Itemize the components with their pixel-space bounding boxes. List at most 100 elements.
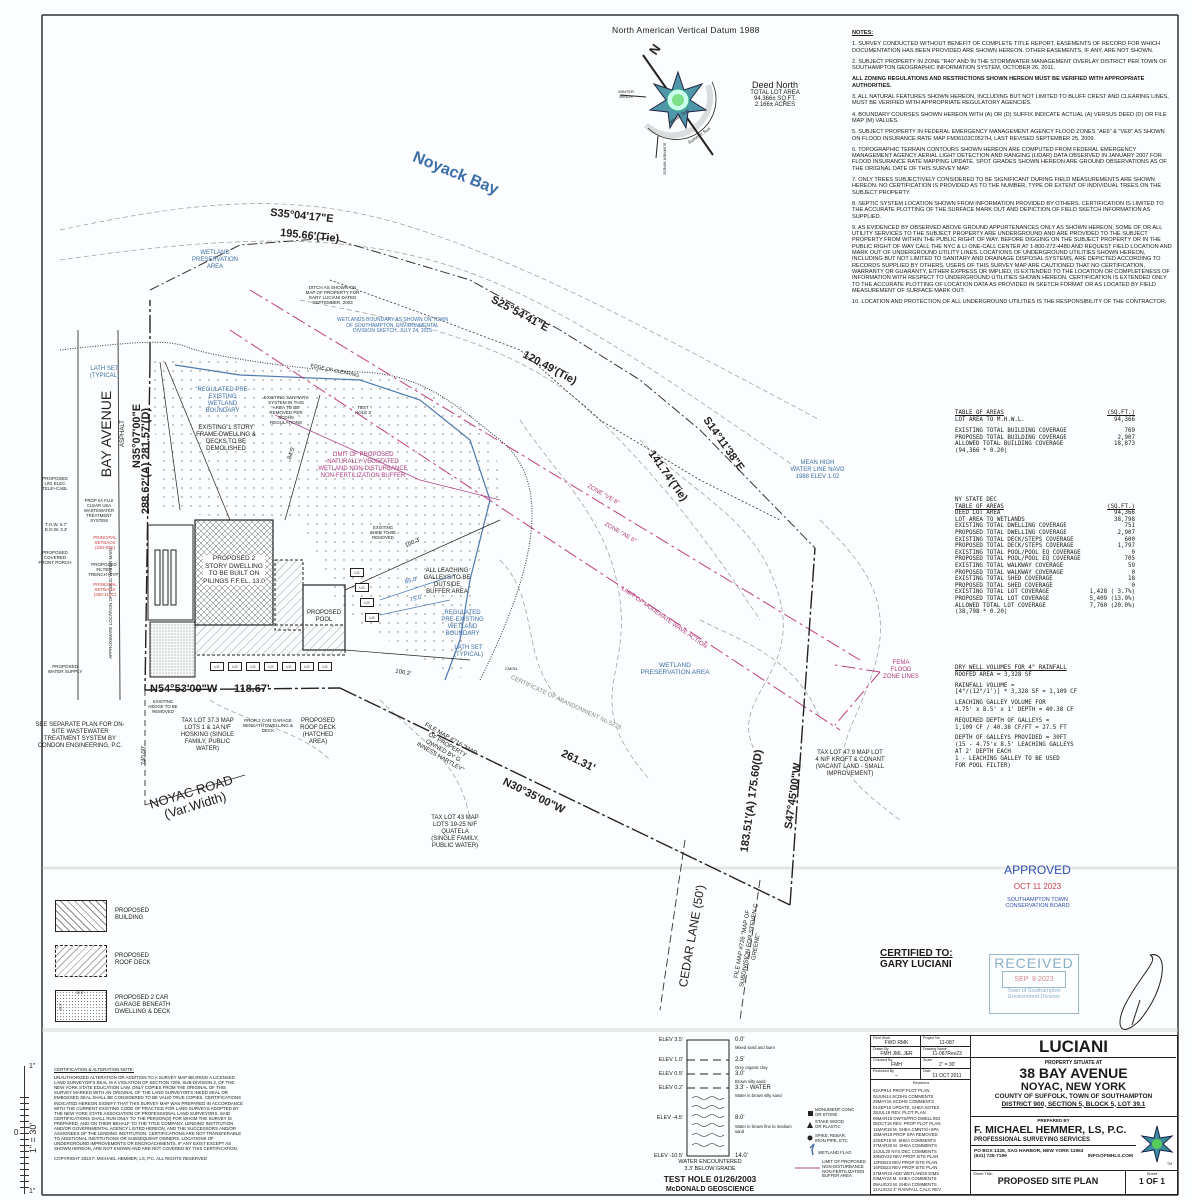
revision-item: 28JUL16 REV. PLOT PLAN xyxy=(873,1110,926,1115)
roof-deck-label: PROPOSED ROOF DECK (HATCHED AREA) xyxy=(300,718,336,745)
existing-dwelling-label: EXISTING 1 STORY FRAME DWELLING & DECKS … xyxy=(196,425,256,452)
note-item: 6. TOPOGRAPHIC TERRAIN CONTOURS SHOWN HE… xyxy=(852,146,1167,172)
dec-area-value: 5,409 (13.9%) xyxy=(1089,595,1135,602)
dec-area-value: 0 xyxy=(1131,569,1136,576)
test-hole-depth: 3.3' - WATER xyxy=(735,1085,771,1091)
summer-winds-label: SUMMER WINDS xyxy=(662,142,668,175)
legend-stake: STAKE WOOD or PLASTIC xyxy=(815,1119,844,1129)
revisions-label: Revisions xyxy=(912,1081,930,1085)
dec-area-row: PROPOSED TOTAL WALKWAY COVERAGE 0 xyxy=(955,570,1135,577)
dec-area-value: 2,907 xyxy=(1117,529,1135,536)
test-hole-depth: 8.0' xyxy=(735,1115,745,1121)
scale-bottom-label: 1" xyxy=(29,1188,36,1195)
approved-by-line1: SOUTHAMPTON TOWN xyxy=(1007,897,1068,903)
note-item: 1. SURVEY CONDUCTED WITHOUT BENEFIT OF C… xyxy=(852,41,1161,54)
certification-title: CERTIFICATION & ALTERATION NOTE: xyxy=(54,1067,134,1072)
dec-area-label: PROPOSED TOTAL POOL/POOL EQ COVERAGE xyxy=(955,556,1081,563)
revision-item: 29NOV22 REV PROP SITE PLAN xyxy=(873,1154,939,1159)
distance-lines-blue xyxy=(379,574,456,616)
title-field-label: Checked By xyxy=(873,1058,893,1062)
received-by-line2: Environment Division xyxy=(1008,994,1060,1000)
test-hole-soil: Brown silty sand xyxy=(735,1079,766,1084)
dec-area-value: 59 xyxy=(1128,562,1135,569)
area-row: ALLOWED TOTAL BUILDING COVERAGE 18,873 xyxy=(955,441,1135,448)
table-unit: (SQ.FT.) xyxy=(1107,410,1135,416)
title-field-label: Drawing Name xyxy=(923,1047,947,1051)
sheet-label: Sheet xyxy=(1146,1171,1158,1176)
top-of-wall-label: T.O.W. 5.7' B.O.W. 3.3' xyxy=(44,522,68,532)
test-hole-3-label: TEST HOLE 3 xyxy=(354,405,371,415)
area-label: ALLOWED TOTAL BUILDING COVERAGE xyxy=(955,441,1064,448)
legend-garage-label: PROPOSED 2 CAR GARAGE BENEATH DWELLING &… xyxy=(115,995,171,1015)
test-hole-soil: Water in brown fine to medium sand xyxy=(735,1124,792,1134)
area-label: LOT AREA TO M.H.W.L. xyxy=(955,416,1025,423)
test-hole-soil: Water in brown silty sand xyxy=(735,1093,782,1098)
scale-bar: 1" 0 1" 1" = 30' xyxy=(14,1063,52,1198)
proposed-deck xyxy=(274,559,304,631)
legend-building-label: PROPOSED BUILDING xyxy=(115,908,150,921)
lot-area-acres: 2.166± ACRES xyxy=(754,102,796,108)
revision-item: 31AUG23 4" RAINFALL CALC REV xyxy=(873,1187,941,1192)
title-field-label: Field Work xyxy=(873,1036,891,1040)
fema-flood-zone-lines xyxy=(229,289,881,731)
drywell-line: DEPTH OF GALLEYS PROVIDED = 30FT xyxy=(955,735,1067,742)
certified-to-label: CERTIFIED TO: xyxy=(880,948,953,959)
revision-item: 13FEB23 REV PROP SITE PLAN xyxy=(873,1159,938,1165)
principal-setback-2: PRINCIPAL SETBACK (330-115C) xyxy=(93,582,117,597)
garage-width-dim: 30.8' xyxy=(76,991,84,995)
title-field-label: Scale xyxy=(923,1058,932,1062)
leaching-galley: LG xyxy=(360,598,374,607)
area-value: 18,873 xyxy=(1114,441,1135,448)
tie-lines xyxy=(149,237,816,549)
fema-flood-label: FEMA FLOOD ZONE LINES xyxy=(883,660,919,680)
lot-area-sqft: 94,366± SQ.FT. xyxy=(754,96,796,102)
proposed-dwelling-label: PROPOSED 2 STORY DWELLING TO BE BUILT ON… xyxy=(203,555,265,585)
asphalt-label: ASPHALT xyxy=(119,420,126,447)
dec-area-label: DEED LOT AREA xyxy=(955,510,1001,517)
revision-item: 27MAR20 M. SHEA COMMENTS xyxy=(873,1143,937,1148)
title-field-value: – xyxy=(895,1073,898,1079)
mean-high-water-label: MEAN HIGH WATER LINE NAVD 1988 ELEV 1.02 xyxy=(790,460,845,480)
leaching-galley: LG xyxy=(300,662,314,671)
revision-item: 27MAR23 ADD WETLANDS DIMS xyxy=(873,1170,940,1176)
trademark: TM xyxy=(1167,1162,1173,1166)
dec-area-label: PROPOSED TOTAL LOT COVERAGE xyxy=(955,595,1050,602)
title-field-label: Project No xyxy=(923,1036,940,1040)
north-arrow-compass xyxy=(619,54,717,159)
revision-item: 14JUL20 NYS DEC COMMENTS xyxy=(873,1148,937,1154)
test-hole-elevation: ELEV 0.5' xyxy=(658,1071,683,1077)
dec-area-value: 600 xyxy=(1124,536,1135,543)
note-item: 9. AS EVIDENCED BY OBSERVED ABOVE GROUND… xyxy=(852,224,1172,294)
existing-sanitary-note: EXISTING SANITARY SYSTEM IN THIS AREA TO… xyxy=(263,395,309,425)
leaching-galley: LG xyxy=(282,662,296,671)
surveyor-block: PREPARED BY F. MICHAEL HEMMER, LS, P.C. … xyxy=(971,1118,1136,1159)
dec-table-of-areas: NY STATE DEC TABLE OF AREAS(SQ.FT.) DEED… xyxy=(955,497,1135,616)
dec-area-label: EXISTING TOTAL DWELLING COVERAGE xyxy=(955,523,1067,530)
title-field-value: 11-087Rev23 xyxy=(932,1051,962,1057)
filter-trench-label: PROPOSED FILTER TRENCH (TYP) xyxy=(88,562,120,577)
area-value: 94,366 xyxy=(1114,416,1135,423)
note-item: 5. SUBJECT PROPERTY IN FEDERAL EMERGENCY… xyxy=(852,129,1165,142)
note-item: 8. SEPTIC SYSTEM LOCATION SHOWN FROM INF… xyxy=(852,200,1164,220)
dec-area-label: PROPOSED TOTAL WALKWAY COVERAGE xyxy=(955,569,1064,576)
test-hole-log: ELEV 3.5'0.0'ELEV 1.0'2.5'ELEV 0.5'3.0'E… xyxy=(615,1035,805,1195)
note-item: 2. SUBJECT PROPERTY IN ZONE "R40" AND IN… xyxy=(852,58,1167,72)
firm-email: INFO@FMHLS.COM xyxy=(1087,1154,1133,1159)
approved-label: APPROVED xyxy=(1004,863,1071,877)
legend-spike: SPIKE, REBAR, IRON PIPE, ETC xyxy=(815,1133,848,1143)
received-label: RECEIVED xyxy=(994,955,1074,971)
tax-lot-37-3-label: TAX LOT 37.3 MAP LOTS 1 & 1A N/F HOSKING… xyxy=(180,718,235,752)
buffer-limit-label: LIMIT OF PROPOSED NATURALLY VEGETATED WE… xyxy=(318,452,408,479)
notes-title: NOTES: xyxy=(852,30,874,36)
firm-phone: (631) 725-7199 xyxy=(974,1154,1007,1159)
revision-item: 15MAR19 PROP SPA REMOVED xyxy=(873,1132,938,1137)
leaching-galley: LG xyxy=(318,662,332,671)
dec-area-value: 1,797 xyxy=(1117,543,1135,550)
